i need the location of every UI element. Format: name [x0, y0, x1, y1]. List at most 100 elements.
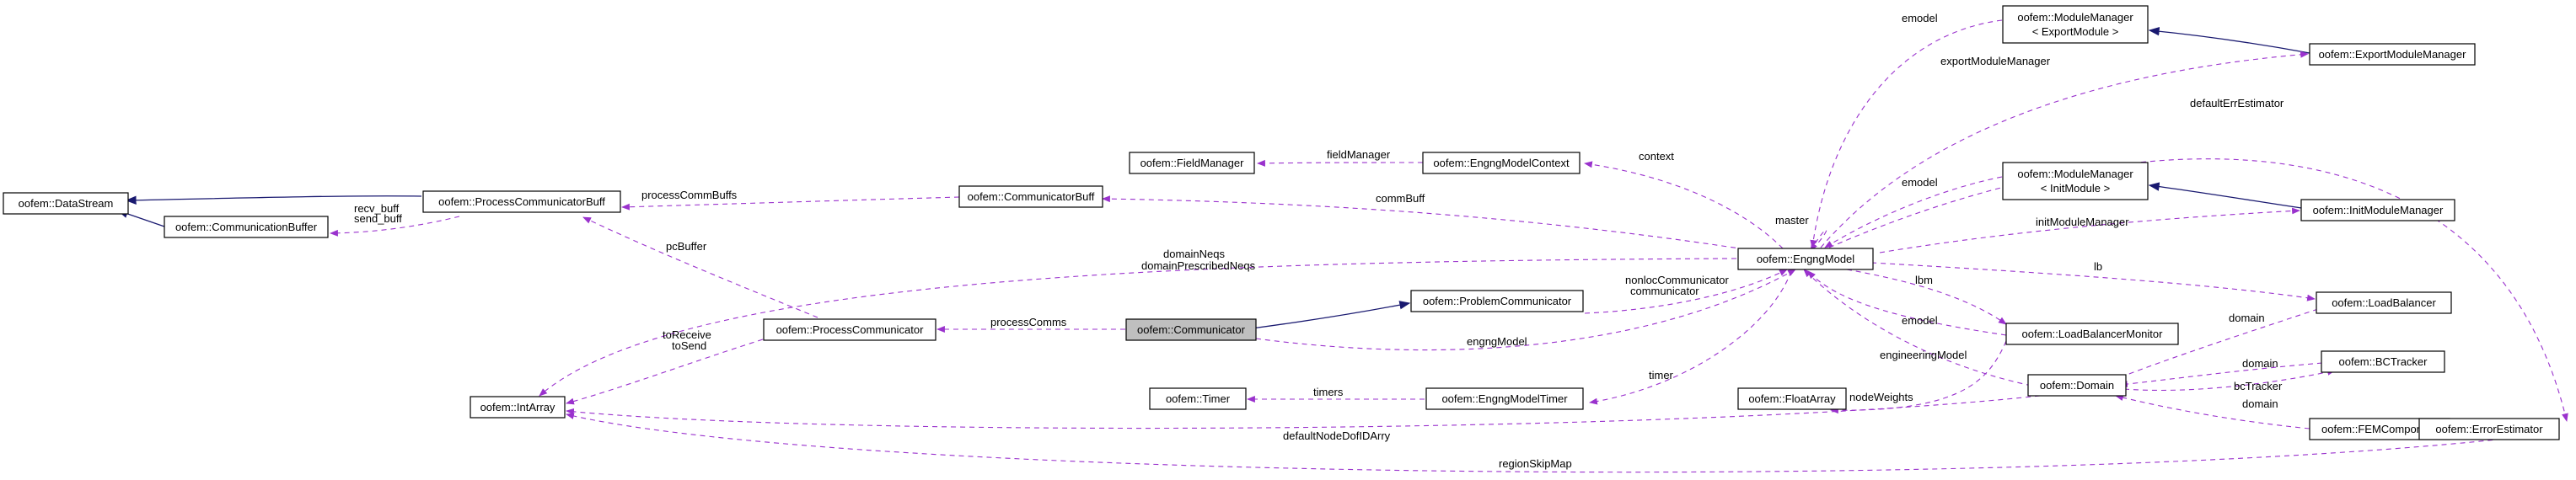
node-communicator-label: oofem::Communicator	[1137, 323, 1246, 336]
node-modulemanager-init[interactable]: oofem::ModuleManager < InitModule >	[2002, 162, 2149, 200]
edge-lbm	[1837, 267, 2007, 325]
label-bctracker: bcTracker	[2234, 380, 2283, 392]
node-errorestimator-box	[2418, 418, 2560, 440]
label-commbuff: commBuff	[1376, 192, 1425, 205]
edge-engngmodel	[1255, 269, 1796, 351]
edge-exportmodulemanager-to-modulemanager	[2148, 26, 2310, 54]
node-fieldmanager[interactable]: oofem::FieldManager	[1129, 152, 1255, 174]
label-lbm: lbm	[1915, 274, 1933, 286]
node-engngmodeltimer-box	[1425, 387, 1584, 410]
label-fieldmanager: fieldManager	[1327, 148, 1391, 161]
label-engineeringmodel: engineeringModel	[1880, 349, 1967, 361]
node-exportmodulemanager[interactable]: oofem::ExportModuleManager	[2309, 43, 2476, 66]
edge-labels: recv_buff send_buff processCommBuffs pcB…	[354, 12, 2284, 470]
edge-domainneqs	[539, 258, 1737, 397]
node-problemcommunicator-box	[1410, 290, 1584, 312]
node-engngmodel-box	[1737, 248, 1874, 270]
node-datastream[interactable]: oofem::DataStream	[3, 192, 129, 215]
node-processcommunicator[interactable]: oofem::ProcessCommunicator	[763, 318, 936, 341]
node-exportmodulemanager-box	[2309, 43, 2476, 66]
node-modulemanager-export-label-2: < ExportModule >	[2032, 25, 2119, 38]
node-errorestimator-label: oofem::ErrorEstimator	[2435, 423, 2543, 435]
node-intarray[interactable]: oofem::IntArray	[470, 396, 566, 419]
node-domain[interactable]: oofem::Domain	[2027, 374, 2127, 397]
node-engngmodeltimer[interactable]: oofem::EngngModelTimer	[1425, 387, 1584, 410]
node-timer[interactable]: oofem::Timer	[1149, 387, 1247, 410]
node-engngmodel-label: oofem::EngngModel	[1757, 253, 1854, 265]
node-domain-label: oofem::Domain	[2040, 379, 2114, 392]
label-toreceive: toReceive	[663, 328, 711, 341]
label-emodel-low: emodel	[1902, 314, 1938, 327]
edge-master	[1810, 229, 1827, 252]
label-regionskipmap: regionSkipMap	[1499, 457, 1572, 470]
node-engngmodeltimer-label: oofem::EngngModelTimer	[1441, 392, 1568, 405]
node-timer-box	[1149, 387, 1247, 410]
label-lb: lb	[2094, 260, 2102, 273]
node-processcommunicator-box	[763, 318, 936, 341]
node-processcommunicatorbuff[interactable]: oofem::ProcessCommunicatorBuff	[422, 190, 621, 213]
edge-engineeringmodel	[1803, 269, 2032, 387]
node-communicator[interactable]: oofem::Communicator	[1125, 318, 1257, 341]
node-engngmodelcontext[interactable]: oofem::EngngModelContext	[1422, 152, 1580, 174]
edge-defaulterrestimator	[1828, 158, 2568, 422]
edge-bctracker	[2123, 368, 2336, 392]
edge-commbuff	[1102, 195, 1746, 250]
node-loadbalancermonitor[interactable]: oofem::LoadBalancerMonitor	[2005, 323, 2179, 345]
label-timer: timer	[1649, 369, 1674, 381]
node-fieldmanager-box	[1129, 152, 1255, 174]
node-floatarray-label: oofem::FloatArray	[1748, 392, 1836, 405]
inheritance-edges	[116, 26, 2509, 434]
node-fieldmanager-label: oofem::FieldManager	[1140, 157, 1245, 169]
label-defaultnodedofidarry: defaultNodeDofIDArry	[1283, 429, 1391, 442]
edge-communicator-to-problemcommunicator	[1251, 301, 1411, 329]
edge-initmodulemanager	[1879, 207, 2300, 253]
node-engngmodelcontext-box	[1422, 152, 1580, 174]
node-errorestimator[interactable]: oofem::ErrorEstimator	[2418, 418, 2560, 440]
label-nodeweights: nodeWeights	[1849, 391, 1913, 403]
label-pcbuffer: pcBuffer	[666, 240, 707, 253]
node-loadbalancermonitor-box	[2005, 323, 2179, 345]
label-domain-fem: domain	[2242, 397, 2278, 410]
node-problemcommunicator-label: oofem::ProblemCommunicator	[1423, 295, 1572, 307]
edge-processcommbuffs	[621, 196, 960, 211]
node-loadbalancer-box	[2316, 291, 2452, 314]
edge-nodeweights	[1830, 340, 2007, 414]
label-defaulterrestimator: defaultErrEstimator	[2190, 97, 2284, 109]
label-domain-lb: domain	[2229, 312, 2265, 324]
node-bctracker[interactable]: oofem::BCTracker	[2321, 350, 2445, 373]
label-emodel-top: emodel	[1902, 12, 1938, 24]
edge-pcbuffer	[582, 216, 818, 318]
node-communicationbuffer-box	[164, 216, 329, 238]
edge-tosend	[566, 339, 764, 405]
node-datastream-label: oofem::DataStream	[19, 197, 114, 210]
node-timer-label: oofem::Timer	[1166, 392, 1231, 405]
node-communicatorbuff[interactable]: oofem::CommunicatorBuff	[958, 185, 1103, 208]
label-communicator: communicator	[1630, 285, 1699, 297]
node-loadbalancer[interactable]: oofem::LoadBalancer	[2316, 291, 2452, 314]
node-initmodulemanager[interactable]: oofem::InitModuleManager	[2300, 199, 2455, 221]
label-exportmodulemanager: exportModuleManager	[1940, 55, 2051, 67]
node-modulemanager-export[interactable]: oofem::ModuleManager < ExportModule >	[2002, 5, 2149, 44]
edge-communicator	[1584, 269, 1788, 314]
node-floatarray-box	[1737, 387, 1847, 410]
node-domain-box	[2027, 374, 2127, 397]
label-processcomms: processComms	[990, 316, 1067, 328]
node-floatarray[interactable]: oofem::FloatArray	[1737, 387, 1847, 410]
node-intarray-label: oofem::IntArray	[480, 401, 555, 413]
node-problemcommunicator[interactable]: oofem::ProblemCommunicator	[1410, 290, 1584, 312]
edge-exportmodulemanager	[1820, 51, 2309, 248]
label-engngmodel: engngModel	[1467, 335, 1527, 348]
node-processcommunicatorbuff-label: oofem::ProcessCommunicatorBuff	[438, 195, 605, 208]
node-communicationbuffer[interactable]: oofem::CommunicationBuffer	[164, 216, 329, 238]
node-loadbalancermonitor-label: oofem::LoadBalancerMonitor	[2022, 328, 2164, 340]
node-modulemanager-init-label-1: oofem::ModuleManager	[2017, 168, 2133, 180]
edge-context	[1584, 161, 1784, 249]
node-datastream-box	[3, 192, 129, 215]
node-initmodulemanager-box	[2300, 199, 2455, 221]
node-initmodulemanager-label: oofem::InitModuleManager	[2313, 204, 2444, 216]
edge-domain-fem	[2115, 394, 2310, 429]
label-nonloccommunicator: nonlocCommunicator	[1625, 274, 1730, 286]
node-engngmodel[interactable]: oofem::EngngModel	[1737, 248, 1874, 270]
node-modulemanager-init-label-2: < InitModule >	[2041, 182, 2110, 195]
